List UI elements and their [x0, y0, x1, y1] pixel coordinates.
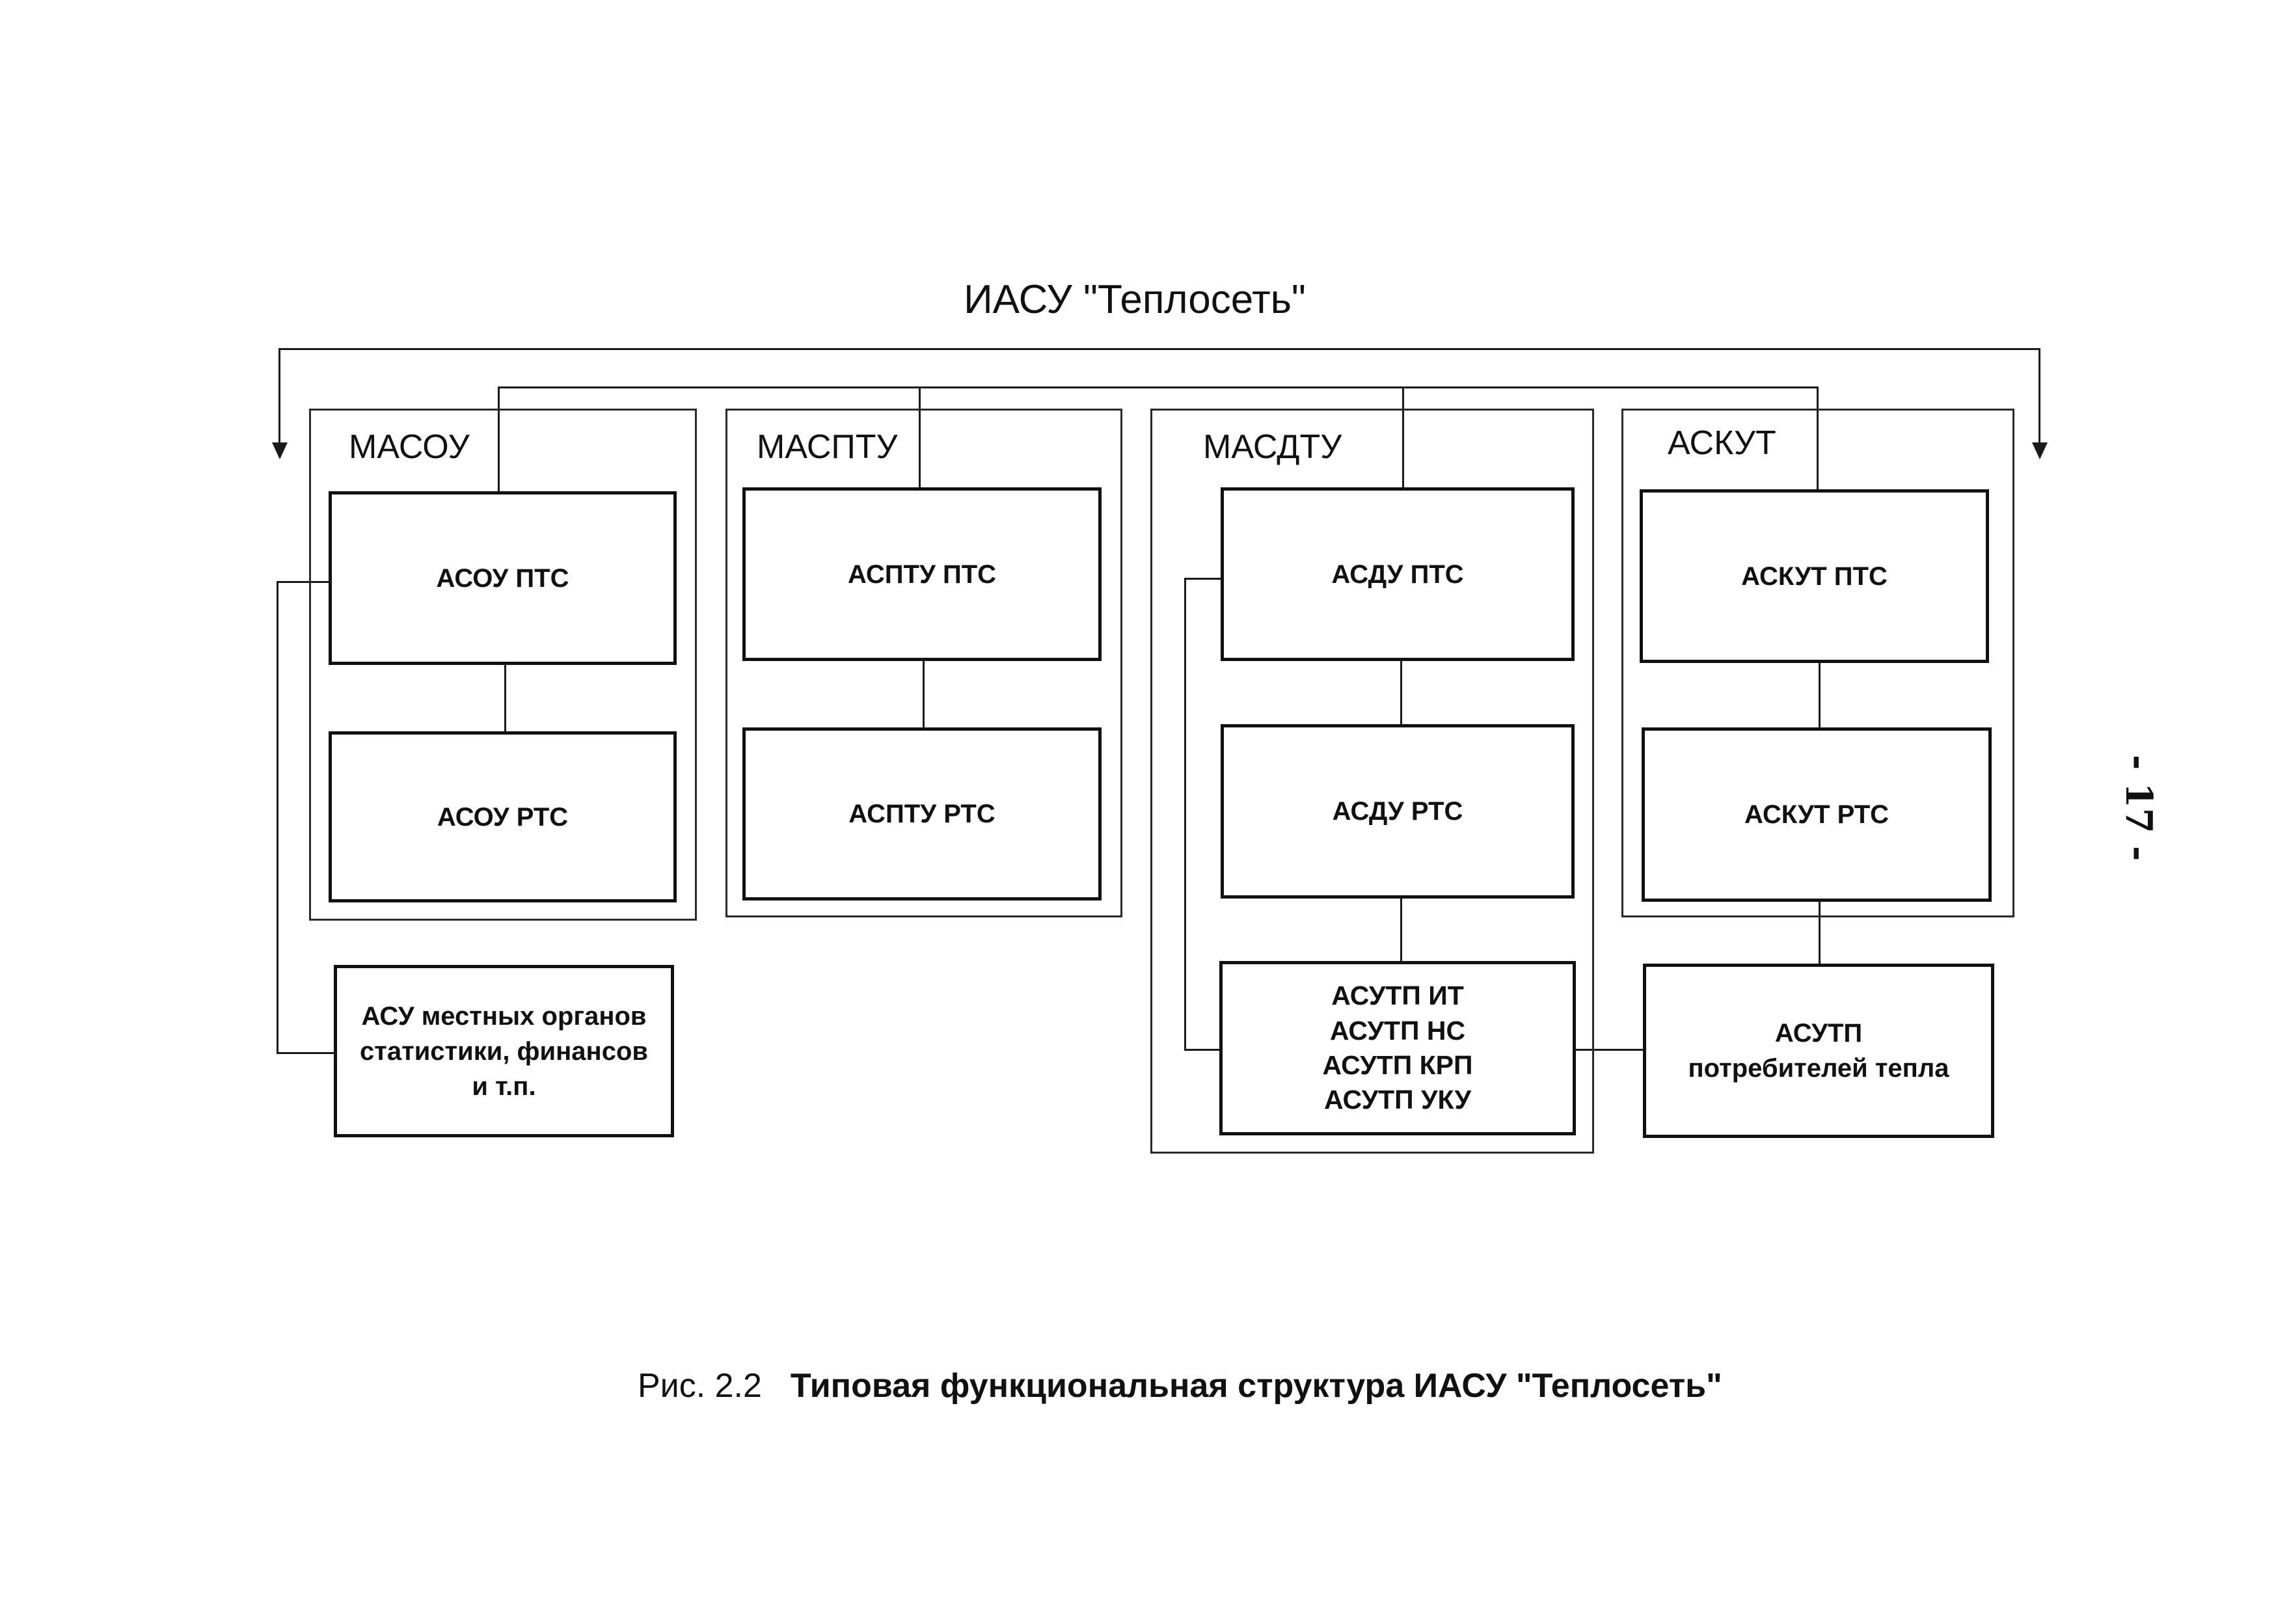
figure-caption: Рис. 2.2 Типовая функциональная структура…	[638, 1366, 1722, 1405]
diagram-title: ИАСУ "Теплосеть"	[964, 277, 1306, 322]
box-asptu-pts: АСПТУ ПТС	[742, 487, 1102, 661]
group-label-masdtu: МАСДТУ	[1203, 428, 1342, 466]
group-label-masou: МАСОУ	[349, 428, 470, 466]
link-asdu-rts-asutp	[1400, 898, 1402, 964]
caption-text: Типовая функциональная структура ИАСУ "Т…	[790, 1367, 1722, 1405]
link-asutp-consumers	[1573, 1049, 1646, 1051]
caption-number: Рис. 2.2	[638, 1367, 762, 1405]
left-down-line	[278, 348, 280, 452]
link-asptu	[923, 660, 925, 730]
link-askut-rts-consumers	[1819, 900, 1821, 966]
right-down-line	[2038, 348, 2040, 452]
left-arrow-icon	[272, 442, 288, 459]
link-asdu	[1400, 660, 1402, 730]
box-asdu-pts: АСДУ ПТС	[1221, 487, 1575, 661]
group-label-askut: АСКУТ	[1668, 424, 1776, 462]
bus-drop-asdu	[1402, 386, 1404, 491]
box-asou-rts: АСОУ РТС	[329, 731, 677, 902]
box-asou-pts: АСОУ ПТС	[329, 491, 677, 665]
box-asdu-rts: АСДУ РТС	[1221, 724, 1575, 899]
link-asdu-left-h-bottom	[1184, 1049, 1223, 1051]
box-asu-local: АСУ местных органов статистики, финансов…	[334, 965, 674, 1137]
box-askut-pts: АСКУТ ПТС	[1640, 489, 1989, 663]
group-masptu: МАСПТУ	[725, 409, 1122, 917]
box-asutp-consumers: АСУТП потребителей тепла	[1643, 964, 1994, 1138]
link-asou-left-h-top	[277, 581, 331, 583]
box-asutp-list: АСУТП ИТ АСУТП НС АСУТП КРП АСУТП УКУ	[1219, 961, 1576, 1135]
bus-drop-asptu	[919, 386, 921, 491]
link-asou-left-h-bottom	[277, 1052, 335, 1054]
box-askut-rts: АСКУТ РТС	[1642, 727, 1992, 902]
link-asdu-left-h-top	[1184, 578, 1223, 580]
right-arrow-icon	[2032, 442, 2048, 459]
link-asdu-left-v	[1184, 578, 1186, 1051]
box-asptu-rts: АСПТУ РТС	[742, 727, 1102, 900]
link-askut	[1819, 662, 1821, 730]
link-asou-left-v	[277, 581, 278, 1054]
top-bus-line	[278, 348, 2040, 350]
bus-drop-askut	[1817, 386, 1819, 493]
link-asou	[504, 665, 506, 733]
inner-bus-line	[498, 386, 1819, 388]
page-number: - 17 -	[2117, 755, 2160, 861]
group-masou: МАСОУ	[309, 409, 697, 921]
group-label-masptu: МАСПТУ	[757, 428, 898, 466]
group-masdtu: МАСДТУ	[1150, 409, 1594, 1154]
bus-drop-asou	[498, 386, 500, 493]
group-askut: АСКУТ	[1621, 409, 2014, 917]
